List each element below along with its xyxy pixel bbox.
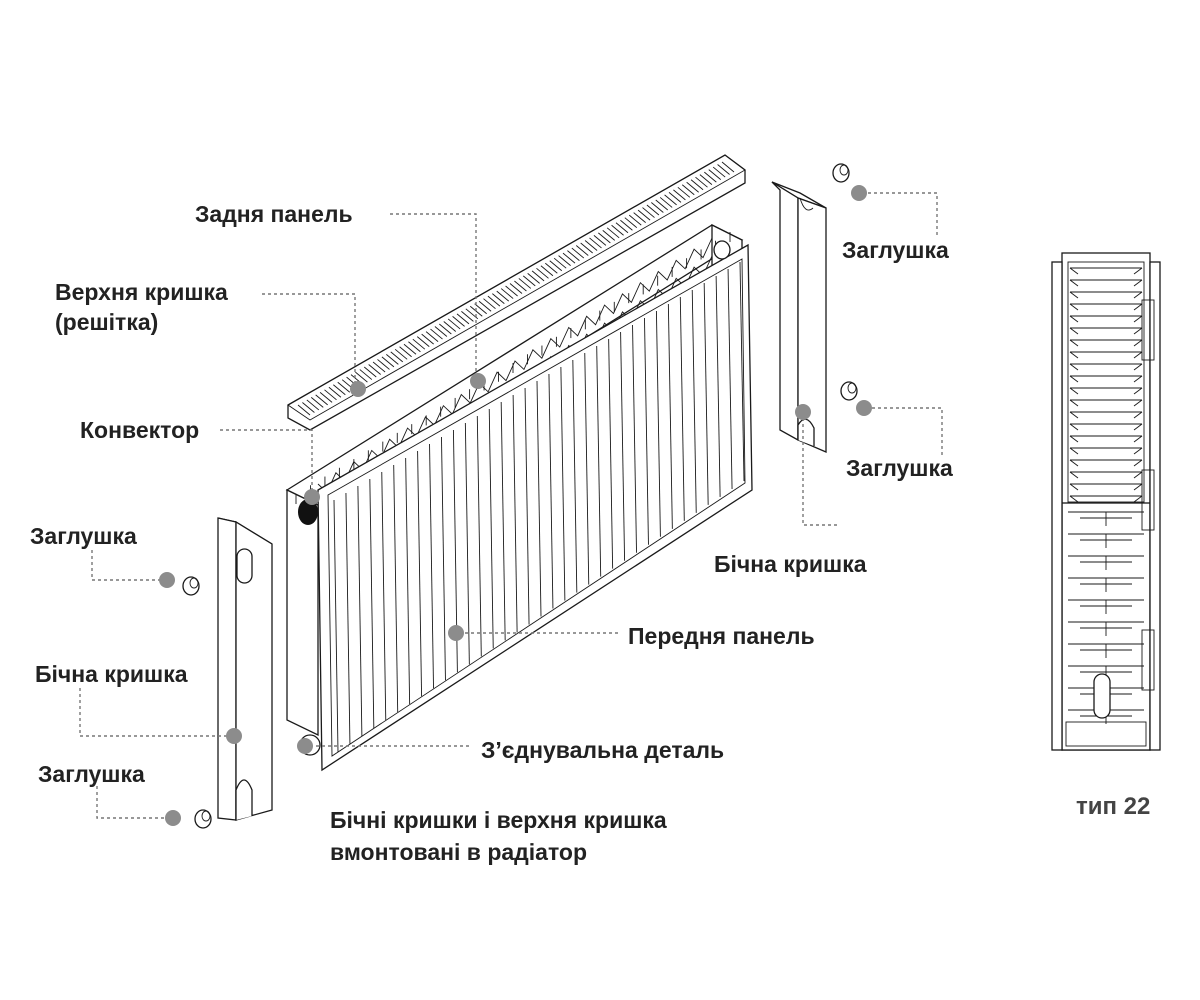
marker-dots	[159, 185, 872, 826]
type-22-cross-section	[1051, 252, 1161, 751]
end-cap-plug-top-right-2	[840, 381, 858, 401]
end-cap-plug-left-2	[194, 809, 212, 829]
label-end-cap-top-right-2: Заглушка	[846, 455, 953, 481]
label-end-cap-top-right-1: Заглушка	[842, 237, 949, 263]
label-side-cover-left: Бічна кришка	[35, 661, 188, 687]
label-side-cover-right: Бічна кришка	[714, 551, 867, 577]
label-end-cap-left-2: Заглушка	[38, 761, 145, 787]
label-connector-part: З’єднувальна деталь	[481, 737, 724, 763]
side-cover-left	[217, 517, 273, 821]
type-22-label: тип 22	[1076, 793, 1150, 820]
end-cap-plug-left-1	[182, 576, 200, 596]
label-back-panel: Задня панель	[195, 201, 353, 227]
label-top-cover-grille: (решітка)	[55, 309, 158, 335]
leader-lines	[79, 192, 943, 819]
label-top-cover: Верхня кришка	[55, 279, 228, 305]
caption-line-2: вмонтовані в радіатор	[330, 839, 587, 865]
front-panel	[298, 240, 753, 772]
label-front-panel: Передня панель	[628, 623, 815, 649]
end-cap-plug-top-right-1	[832, 163, 850, 183]
side-cover-right	[771, 181, 827, 453]
top-cover-grille	[287, 154, 746, 431]
caption-line-1: Бічні кришки і верхня кришка	[330, 807, 667, 833]
label-convector: Конвектор	[80, 417, 199, 443]
label-end-cap-left-1: Заглушка	[30, 523, 137, 549]
